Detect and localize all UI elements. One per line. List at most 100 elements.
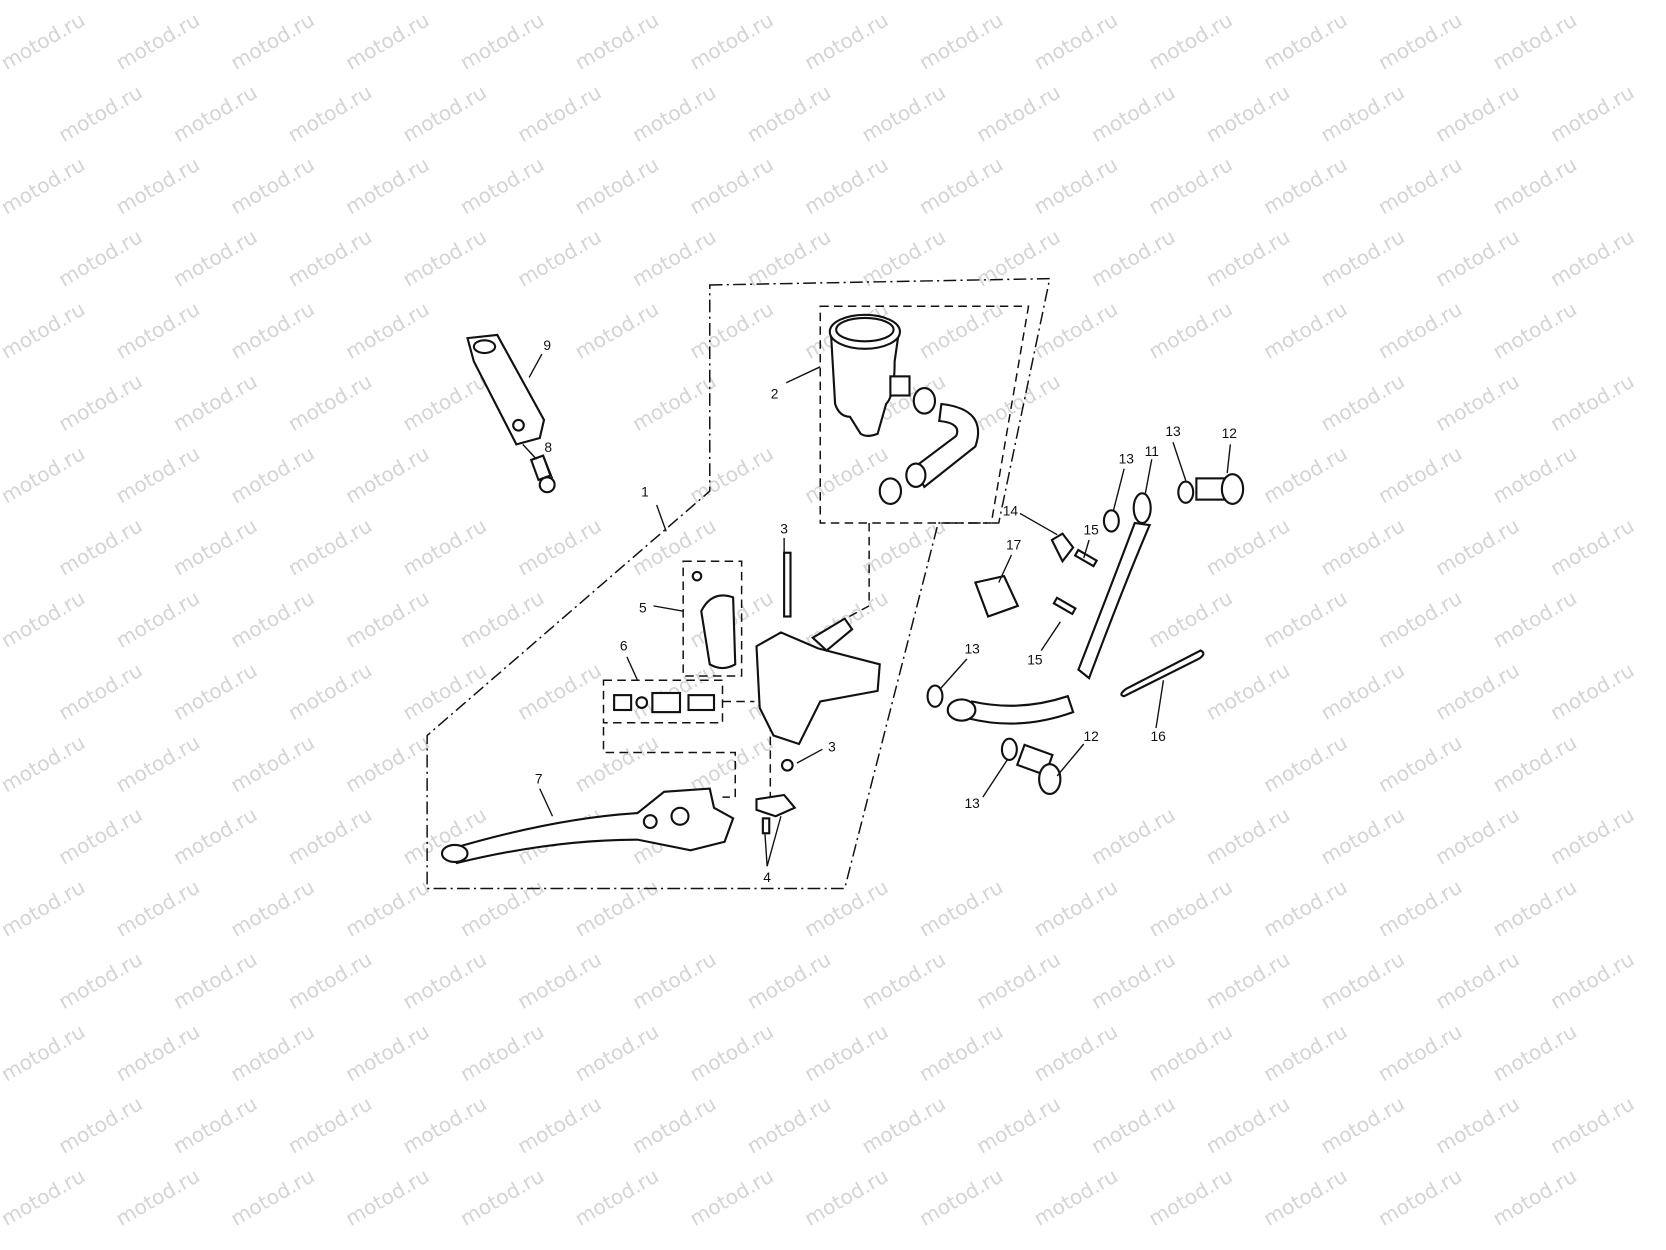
watermark-text: motod.ru: [628, 1091, 720, 1158]
callout-7: 7: [535, 770, 543, 786]
watermark-text: motod.ru: [513, 658, 605, 725]
watermark-text: motod.ru: [0, 586, 89, 653]
callout-14: 14: [1003, 503, 1019, 519]
watermark-text: motod.ru: [1144, 8, 1236, 75]
watermark-text: motod.ru: [0, 1164, 89, 1231]
watermark-text: motod.ru: [1030, 152, 1122, 219]
watermark-text: motod.ru: [972, 369, 1064, 436]
watermark-text: motod.ru: [456, 1164, 548, 1231]
watermark-text: motod.ru: [685, 441, 777, 508]
watermark-text: motod.ru: [0, 297, 89, 364]
watermark-text: motod.ru: [1259, 586, 1351, 653]
watermark-text: motod.ru: [1317, 369, 1409, 436]
watermark-text: motod.ru: [1317, 1091, 1409, 1158]
watermark-text: motod.ru: [399, 513, 491, 580]
lever-link-line: [602, 727, 736, 798]
watermark-text: motod.ru: [1489, 875, 1581, 942]
watermark-text: motod.ru: [54, 224, 146, 291]
pivot-part-4: [755, 793, 797, 835]
watermark-text: motod.ru: [1202, 1091, 1294, 1158]
watermark-text: motod.ru: [54, 658, 146, 725]
watermark-text: motod.ru: [1489, 297, 1581, 364]
watermark-text: motod.ru: [628, 947, 720, 1014]
watermark-text: motod.ru: [284, 802, 376, 869]
callout-3: 3: [828, 738, 836, 754]
watermark-text: motod.ru: [1202, 513, 1294, 580]
watermark-text: motod.ru: [685, 1019, 777, 1086]
watermark-text: motod.ru: [685, 297, 777, 364]
watermark-text: motod.ru: [1259, 875, 1351, 942]
watermark-text: motod.ru: [1374, 586, 1466, 653]
watermark-text: motod.ru: [513, 947, 605, 1014]
watermark-text: motod.ru: [1489, 586, 1581, 653]
callout-15: 15: [1027, 651, 1043, 667]
watermark-text: motod.ru: [915, 152, 1007, 219]
reservoir-kit-boundary: [819, 305, 1030, 524]
watermark-text: motod.ru: [800, 1164, 892, 1231]
watermark-text: motod.ru: [915, 875, 1007, 942]
watermark-text: motod.ru: [456, 152, 548, 219]
watermark-text: motod.ru: [1546, 224, 1638, 291]
watermark-text: motod.ru: [284, 1091, 376, 1158]
watermark-text: motod.ru: [1259, 1019, 1351, 1086]
callout-12: 12: [1084, 728, 1099, 744]
watermark-text: motod.ru: [743, 1091, 835, 1158]
clamp-kit-boundary: [682, 560, 743, 677]
watermark-text: motod.ru: [800, 1019, 892, 1086]
watermark-text: motod.ru: [1087, 1091, 1179, 1158]
watermark-text: motod.ru: [1144, 1164, 1236, 1231]
watermark-text: motod.ru: [0, 875, 89, 942]
callout-8: 8: [544, 439, 552, 455]
watermark-text: motod.ru: [1030, 8, 1122, 75]
watermark-text: motod.ru: [1489, 1164, 1581, 1231]
watermark-text: motod.ru: [169, 369, 261, 436]
watermark-text: motod.ru: [1546, 513, 1638, 580]
watermark-text: motod.ru: [1489, 441, 1581, 508]
watermark-text: motod.ru: [915, 8, 1007, 75]
watermark-text: motod.ru: [1259, 441, 1351, 508]
grommet-part-17: [973, 574, 1020, 618]
watermark-text: motod.ru: [685, 152, 777, 219]
watermark-text: motod.ru: [0, 441, 89, 508]
watermark-text: motod.ru: [1374, 152, 1466, 219]
callout-16: 16: [1150, 728, 1166, 744]
callout-9: 9: [543, 337, 551, 353]
watermark-text: motod.ru: [341, 1019, 433, 1086]
watermark-text: motod.ru: [1317, 513, 1409, 580]
callout-6: 6: [620, 638, 628, 654]
watermark-text: motod.ru: [226, 8, 318, 75]
watermark-text: motod.ru: [1030, 875, 1122, 942]
reservoir-part-2: [828, 313, 980, 505]
watermark-text: motod.ru: [169, 1091, 261, 1158]
watermark-text: motod.ru: [800, 8, 892, 75]
watermark-text: motod.ru: [54, 802, 146, 869]
watermark-text: motod.ru: [972, 1091, 1064, 1158]
watermark-text: motod.ru: [341, 586, 433, 653]
watermark-text: motod.ru: [1259, 1164, 1351, 1231]
watermark-text: motod.ru: [571, 1019, 663, 1086]
watermark-text: motod.ru: [858, 947, 950, 1014]
lever-part-7: [440, 787, 735, 865]
watermark-text: motod.ru: [169, 947, 261, 1014]
watermark-text: motod.ru: [743, 224, 835, 291]
wire-clip-part-16: [1120, 649, 1205, 698]
watermark-text: motod.ru: [1259, 297, 1351, 364]
watermark-text: motod.ru: [1431, 513, 1523, 580]
watermark-text: motod.ru: [513, 80, 605, 147]
watermark-text: motod.ru: [1374, 1164, 1466, 1231]
watermark-text: motod.ru: [571, 297, 663, 364]
callout-13: 13: [1165, 423, 1181, 439]
watermark-text: motod.ru: [628, 224, 720, 291]
watermark-text: motod.ru: [800, 441, 892, 508]
watermark-text: motod.ru: [1431, 1091, 1523, 1158]
watermark-text: motod.ru: [226, 441, 318, 508]
watermark-text: motod.ru: [0, 152, 89, 219]
watermark-text: motod.ru: [1087, 224, 1179, 291]
watermark-text: motod.ru: [1431, 369, 1523, 436]
master-cylinder-body: [755, 551, 881, 772]
watermark-text: motod.ru: [628, 80, 720, 147]
